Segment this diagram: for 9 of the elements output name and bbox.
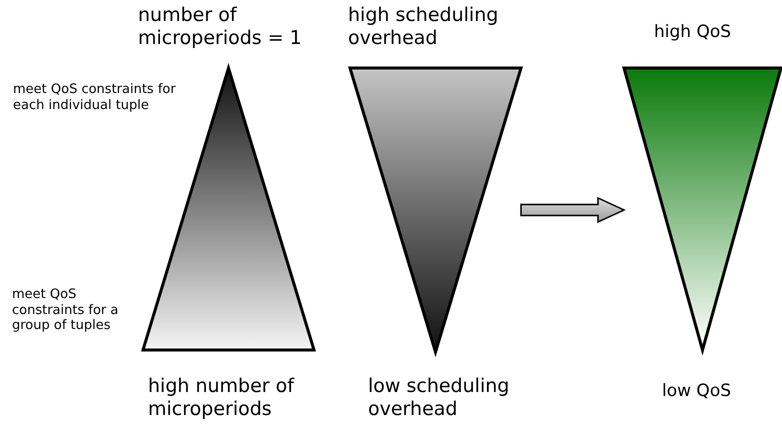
text-label: number of microperiods = 1 xyxy=(138,4,303,50)
text-label: low scheduling overhead xyxy=(368,375,510,421)
text-label: low QoS xyxy=(662,381,732,402)
block-arrow xyxy=(520,196,626,224)
text-label: high QoS xyxy=(654,22,732,42)
text-label: high scheduling overhead xyxy=(348,4,500,50)
text-label: meet QoS constraints for a group of tuples xyxy=(12,287,120,334)
text-label: high number of microperiods xyxy=(148,375,296,421)
text-label: meet QoS constraints for each individual tuple xyxy=(13,82,177,114)
